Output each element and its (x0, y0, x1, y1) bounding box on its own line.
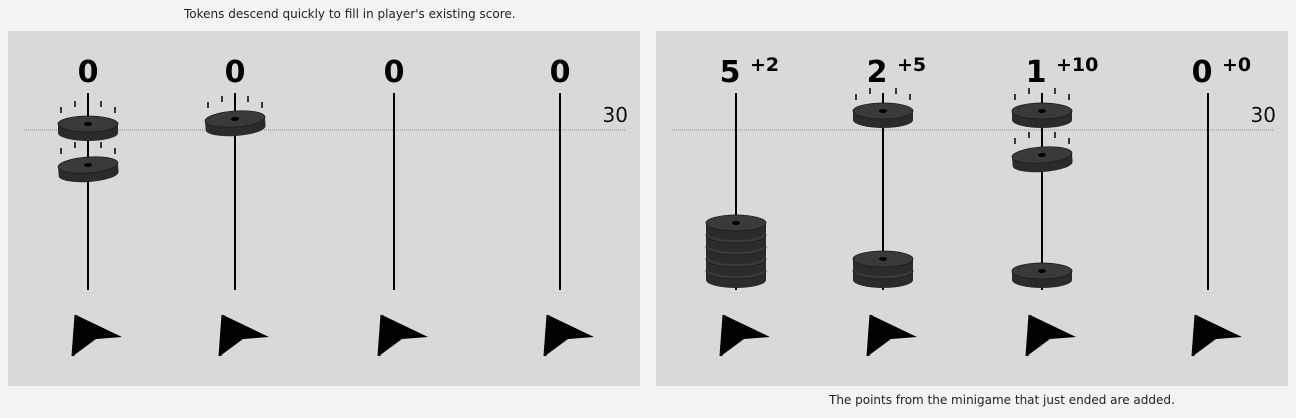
score-value: 5 (720, 55, 741, 90)
flag-icon (543, 314, 594, 357)
score-value: 0 (1192, 55, 1213, 90)
motion-ticks (60, 101, 116, 113)
flag-icon (71, 314, 122, 357)
scoreboard-panel-right: 30 5 +2 2 +5 1 +10 0 +0 (656, 31, 1288, 386)
score-added: +5 (897, 54, 926, 76)
flag-icon (377, 314, 428, 357)
score-column-3: 1 +10 (1011, 54, 1098, 357)
score-value: 0 (225, 55, 246, 90)
score-value: 0 (550, 55, 571, 90)
motion-ticks (207, 96, 263, 108)
flag-icon (866, 314, 917, 357)
token-icon (57, 156, 119, 183)
score-column-3: 0 (377, 55, 428, 357)
flag-icon (218, 314, 269, 357)
score-column-2: 0 (204, 55, 269, 357)
score-value: 2 (867, 55, 888, 90)
token-icon (1011, 262, 1073, 288)
score-value: 0 (384, 55, 405, 90)
threshold-label: 30 (603, 103, 628, 127)
threshold-label: 30 (1251, 103, 1276, 127)
caption-top: Tokens descend quickly to fill in player… (184, 7, 516, 21)
motion-ticks (60, 142, 116, 154)
flag-icon (719, 314, 770, 357)
score-value: 0 (78, 55, 99, 90)
score-column-1: 5 +2 (705, 54, 779, 357)
token-icon (852, 102, 914, 128)
score-column-2: 2 +5 (852, 54, 926, 357)
flag-icon (1025, 314, 1076, 357)
token-icon (204, 110, 266, 137)
score-column-4: 0 +0 (1191, 54, 1251, 357)
score-column-1: 0 (57, 55, 122, 357)
scoreboard-panel-left: 30 0 0 0 0 (8, 31, 640, 386)
motion-ticks (855, 88, 911, 100)
scoreboard-left-canvas: 30 0 0 0 0 (24, 55, 628, 357)
token-icon (1011, 102, 1073, 128)
score-column-4: 0 (543, 55, 594, 357)
motion-ticks (1014, 132, 1070, 144)
score-added: +10 (1056, 54, 1098, 76)
score-value: 1 (1026, 55, 1047, 90)
score-added: +0 (1222, 54, 1251, 76)
token-icon (705, 214, 767, 240)
flag-icon (1191, 314, 1242, 357)
scoreboard-right-canvas: 30 5 +2 2 +5 1 +10 0 +0 (672, 54, 1276, 357)
token-icon (57, 115, 119, 141)
token-icon (852, 250, 914, 276)
token-icon (1011, 146, 1073, 173)
score-added: +2 (750, 54, 779, 76)
caption-bottom: The points from the minigame that just e… (829, 393, 1175, 407)
motion-ticks (1014, 88, 1070, 100)
